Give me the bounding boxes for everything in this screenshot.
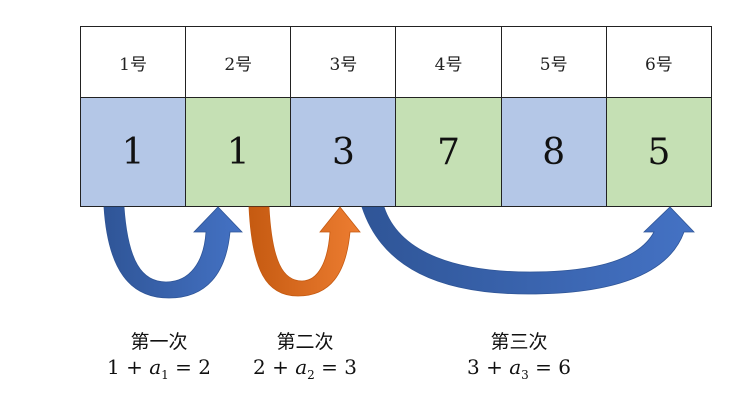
- value-cell: 3: [290, 97, 397, 207]
- equation-subscript: 3: [521, 368, 529, 382]
- step-title: 第一次: [130, 331, 188, 353]
- index-cell: 1号: [79, 26, 187, 98]
- jump-arrow-3: [361, 206, 695, 295]
- index-row: 1号 2号 3号 4号 5号 6号: [79, 26, 713, 98]
- equation-subscript: 1: [161, 368, 169, 382]
- equation-rhs: = 3: [314, 355, 357, 379]
- equation-subscript: 2: [307, 368, 315, 382]
- equation-lhs: 2 +: [253, 355, 296, 379]
- value-cell: 7: [395, 97, 502, 207]
- step-caption-1: 第一次 1 + a1 = 2: [84, 330, 234, 388]
- equation-lhs: 3 +: [467, 355, 510, 379]
- array-table: 1号 2号 3号 4号 5号 6号 1 1 3 7 8 5: [79, 26, 713, 207]
- step-equation: 3 + a3 = 6: [444, 354, 594, 388]
- equation-variable: a: [509, 355, 522, 379]
- index-cell: 6号: [605, 26, 713, 98]
- equation-rhs: = 6: [528, 355, 571, 379]
- value-cell: 1: [79, 97, 187, 207]
- value-cell: 1: [185, 97, 292, 207]
- equation-variable: a: [295, 355, 308, 379]
- step-title: 第二次: [276, 331, 334, 353]
- value-row: 1 1 3 7 8 5: [79, 97, 713, 207]
- step-equation: 1 + a1 = 2: [84, 354, 234, 388]
- step-equation: 2 + a2 = 3: [230, 354, 380, 388]
- equation-rhs: = 2: [168, 355, 211, 379]
- index-cell: 4号: [395, 26, 502, 98]
- equation-variable: a: [149, 355, 162, 379]
- step-caption-3: 第三次 3 + a3 = 6: [444, 330, 594, 388]
- value-cell: 8: [500, 97, 607, 207]
- step-title: 第三次: [490, 331, 548, 353]
- value-cell: 5: [605, 97, 713, 207]
- jump-arrow-2: [248, 206, 361, 297]
- step-caption-2: 第二次 2 + a2 = 3: [230, 330, 380, 388]
- index-cell: 2号: [185, 26, 292, 98]
- jump-arrow-1: [103, 206, 243, 299]
- equation-lhs: 1 +: [107, 355, 150, 379]
